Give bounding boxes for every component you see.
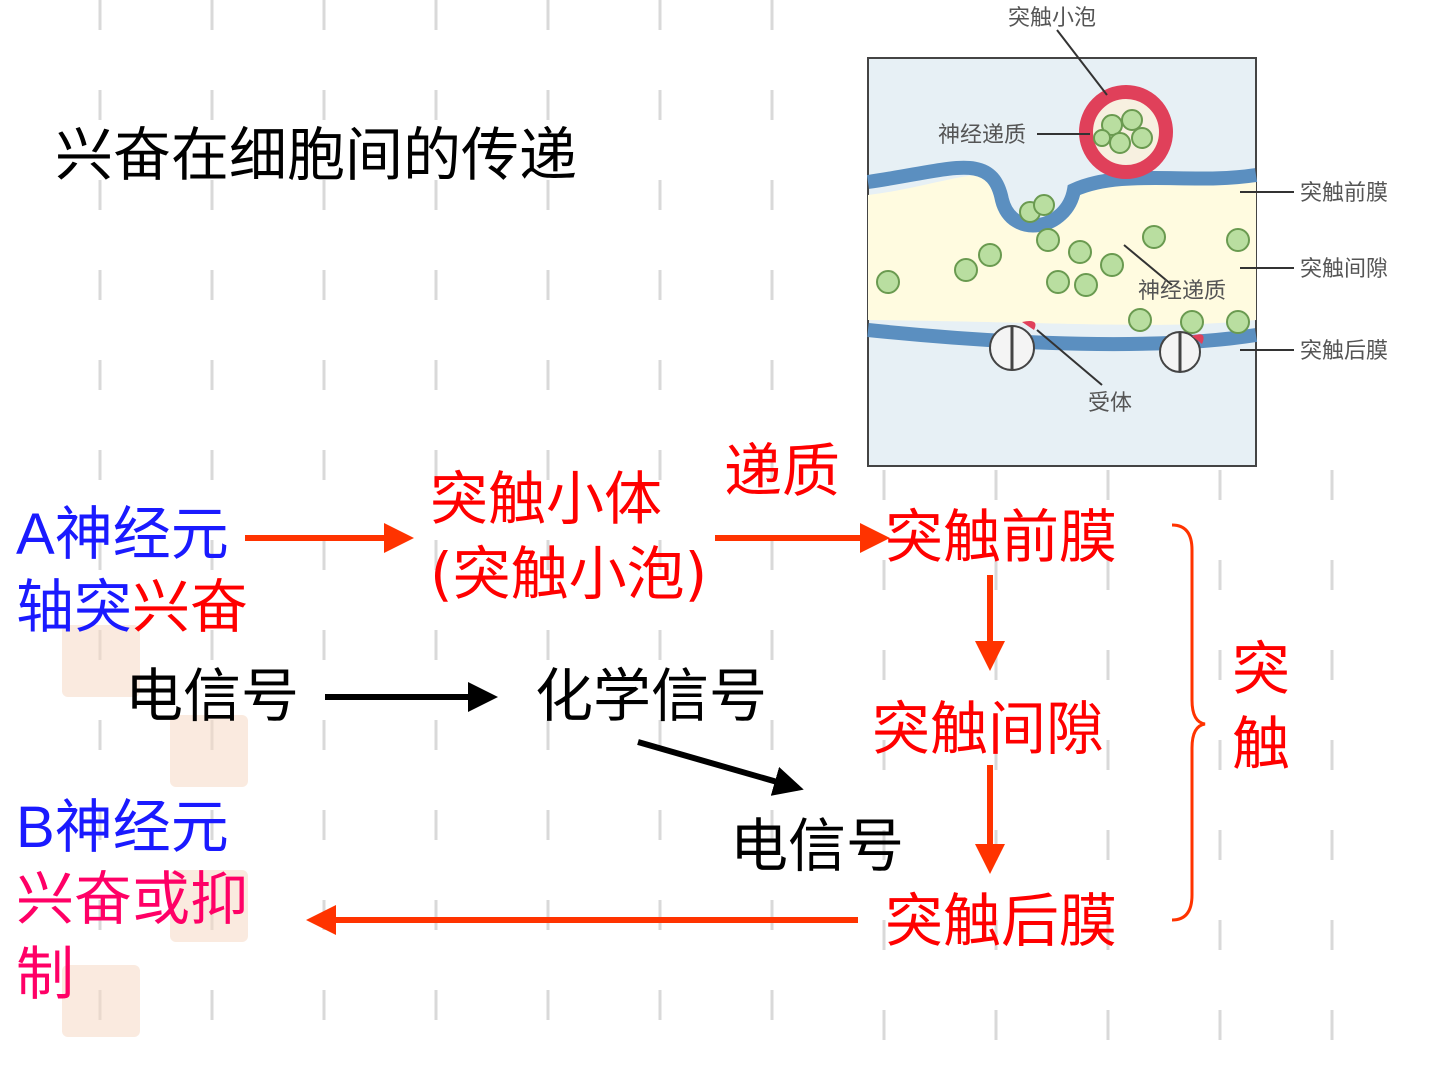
seal-stamp xyxy=(170,715,248,787)
b-letter: B xyxy=(16,795,55,860)
b-neuron-line2: 兴奋或抑 xyxy=(16,870,248,928)
synapse-figure: 突触小泡 神经递质 神经递质 受体 突触前膜 突触间隙 突触后膜 xyxy=(867,6,1388,467)
axon-label: 轴突 xyxy=(16,573,133,641)
excitation-label: 兴奋 xyxy=(132,573,249,641)
seal-stamp xyxy=(170,870,248,942)
a-neuron-label: 神经元 xyxy=(54,500,229,568)
post-membrane-label: 突触后膜 xyxy=(1300,339,1388,364)
electric-signal-2-label: 电信号 xyxy=(730,812,905,880)
seal-stamp xyxy=(62,625,140,697)
postsynaptic-membrane-label: 突触后膜 xyxy=(885,887,1118,955)
b-neuron-line1: B神经元 xyxy=(16,798,229,857)
synaptic-vesicle-label: (突触小泡) xyxy=(430,540,708,608)
a-letter: A xyxy=(16,502,55,567)
vesicle-label: 突触小泡 xyxy=(1008,6,1096,31)
b-inhibition-label-end: 制 xyxy=(16,940,75,1008)
cleft-label: 突触间隙 xyxy=(1300,257,1388,282)
transmitter-label: 神经递质 xyxy=(938,123,1026,148)
cleft-transmitter-label: 神经递质 xyxy=(1138,279,1226,304)
synaptic-knob-label: 突触小体 xyxy=(430,465,663,533)
receptor-label: 受体 xyxy=(1088,391,1132,416)
synapse-brace xyxy=(1171,523,1206,922)
chemical-signal-label: 化学信号 xyxy=(535,662,768,730)
synaptic-cleft-label: 突触间隙 xyxy=(872,695,1105,763)
receptor xyxy=(989,321,1204,373)
presynaptic-membrane-label: 突触前膜 xyxy=(885,503,1118,571)
transmitter-label: 递质 xyxy=(724,437,841,505)
page-title: 兴奋在细胞间的传递 xyxy=(55,121,578,189)
electric-signal-label: 电信号 xyxy=(125,662,300,730)
b-excitation-label: 兴奋 xyxy=(16,865,133,933)
b-inhibition-label: 或抑 xyxy=(132,865,249,933)
synapse-label-2: 触 xyxy=(1232,710,1291,778)
arrow-chemical-to-electric xyxy=(637,739,804,796)
a-neuron-line1: A神经元 xyxy=(16,505,229,564)
synaptic-vesicle xyxy=(1079,85,1173,179)
seal-stamp xyxy=(62,965,140,1037)
b-neuron-label: 神经元 xyxy=(54,793,229,861)
synapse-label-1: 突 xyxy=(1232,635,1291,703)
pre-membrane-label: 突触前膜 xyxy=(1300,181,1388,206)
a-neuron-line2: 轴突兴奋 xyxy=(16,578,248,636)
